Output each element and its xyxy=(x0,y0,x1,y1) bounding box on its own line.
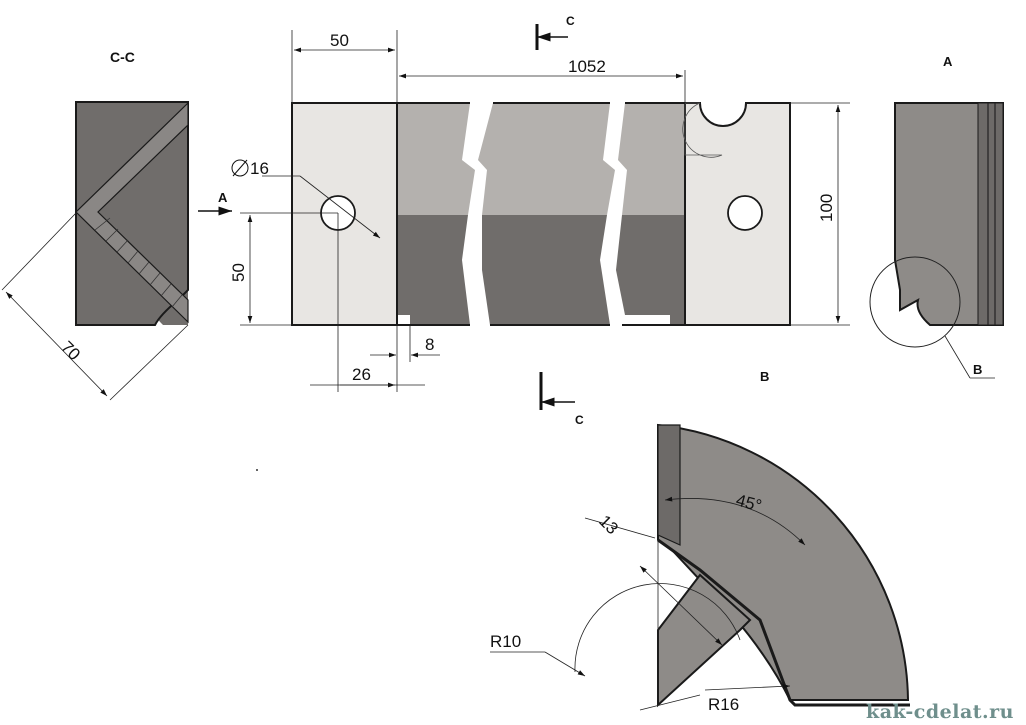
dim-radius-small: R10 xyxy=(490,632,521,651)
dim-hole-diameter: 16 xyxy=(250,159,269,178)
dim-slot-width: 8 xyxy=(425,335,434,354)
cut-marker-top: C xyxy=(566,14,575,28)
section-label: C-C xyxy=(110,49,135,65)
left-end-block xyxy=(291,102,398,326)
detail-b-view: B 13 45° R10 R16 xyxy=(490,369,910,714)
mount-hole-right xyxy=(727,195,763,231)
dim-radius-large: R16 xyxy=(708,695,739,714)
view-a: B A xyxy=(869,54,1004,379)
cut-marker-bottom: C xyxy=(575,413,584,427)
view-arrow-a: A xyxy=(218,190,228,205)
dim-bevel: 13 xyxy=(595,511,622,538)
dim-width-end: 50 xyxy=(330,31,349,50)
main-view: 50 1052 100 50 26 8 16 A C C xyxy=(198,14,850,427)
dim-length: 1052 xyxy=(568,57,606,76)
detail-leader-label: B xyxy=(973,362,982,377)
detail-b-label: B xyxy=(760,369,769,384)
watermark: kak-cdelat.ru xyxy=(866,701,1014,723)
dim-section-depth: 70 xyxy=(57,337,84,364)
view-a-label: A xyxy=(943,54,953,69)
hatch-lines xyxy=(94,217,183,308)
dim-height: 100 xyxy=(817,194,836,222)
dim-hole-height: 50 xyxy=(229,263,248,282)
dim-hole-offset: 26 xyxy=(352,365,371,384)
section-c-c-view: 70 C-C xyxy=(1,49,189,401)
detail-b-circle[interactable] xyxy=(869,256,961,348)
